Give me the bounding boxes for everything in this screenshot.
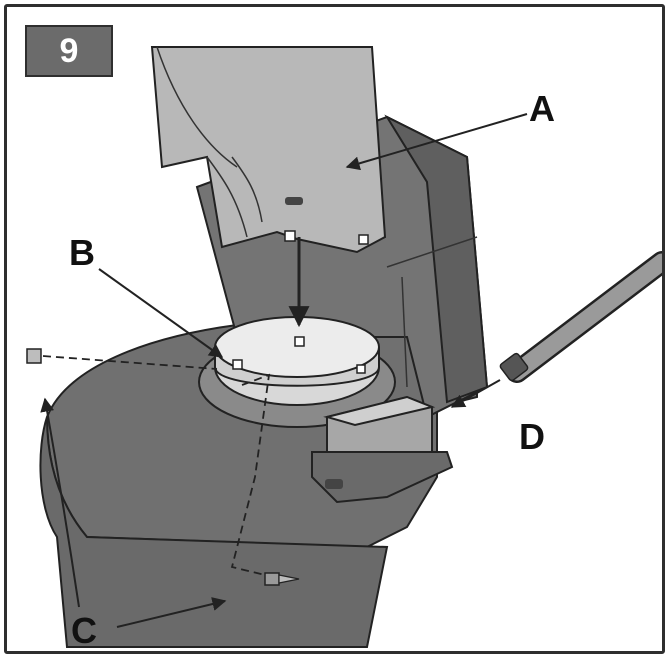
callout-c: C	[71, 610, 97, 651]
callout-a: A	[529, 88, 555, 129]
screw	[264, 572, 300, 586]
illustration-frame: 9 A B C D	[4, 4, 665, 654]
cable	[499, 251, 662, 383]
callout-b: B	[69, 232, 95, 273]
callout-d: D	[519, 416, 545, 457]
connector-block	[311, 395, 454, 504]
chute-part	[150, 46, 387, 254]
leader-lines	[40, 113, 528, 628]
assembly-illustration	[26, 46, 662, 648]
chute-ring	[198, 316, 396, 428]
nut	[26, 348, 42, 364]
step-number-badge: 9	[25, 25, 113, 77]
alignment-lines	[42, 355, 271, 576]
